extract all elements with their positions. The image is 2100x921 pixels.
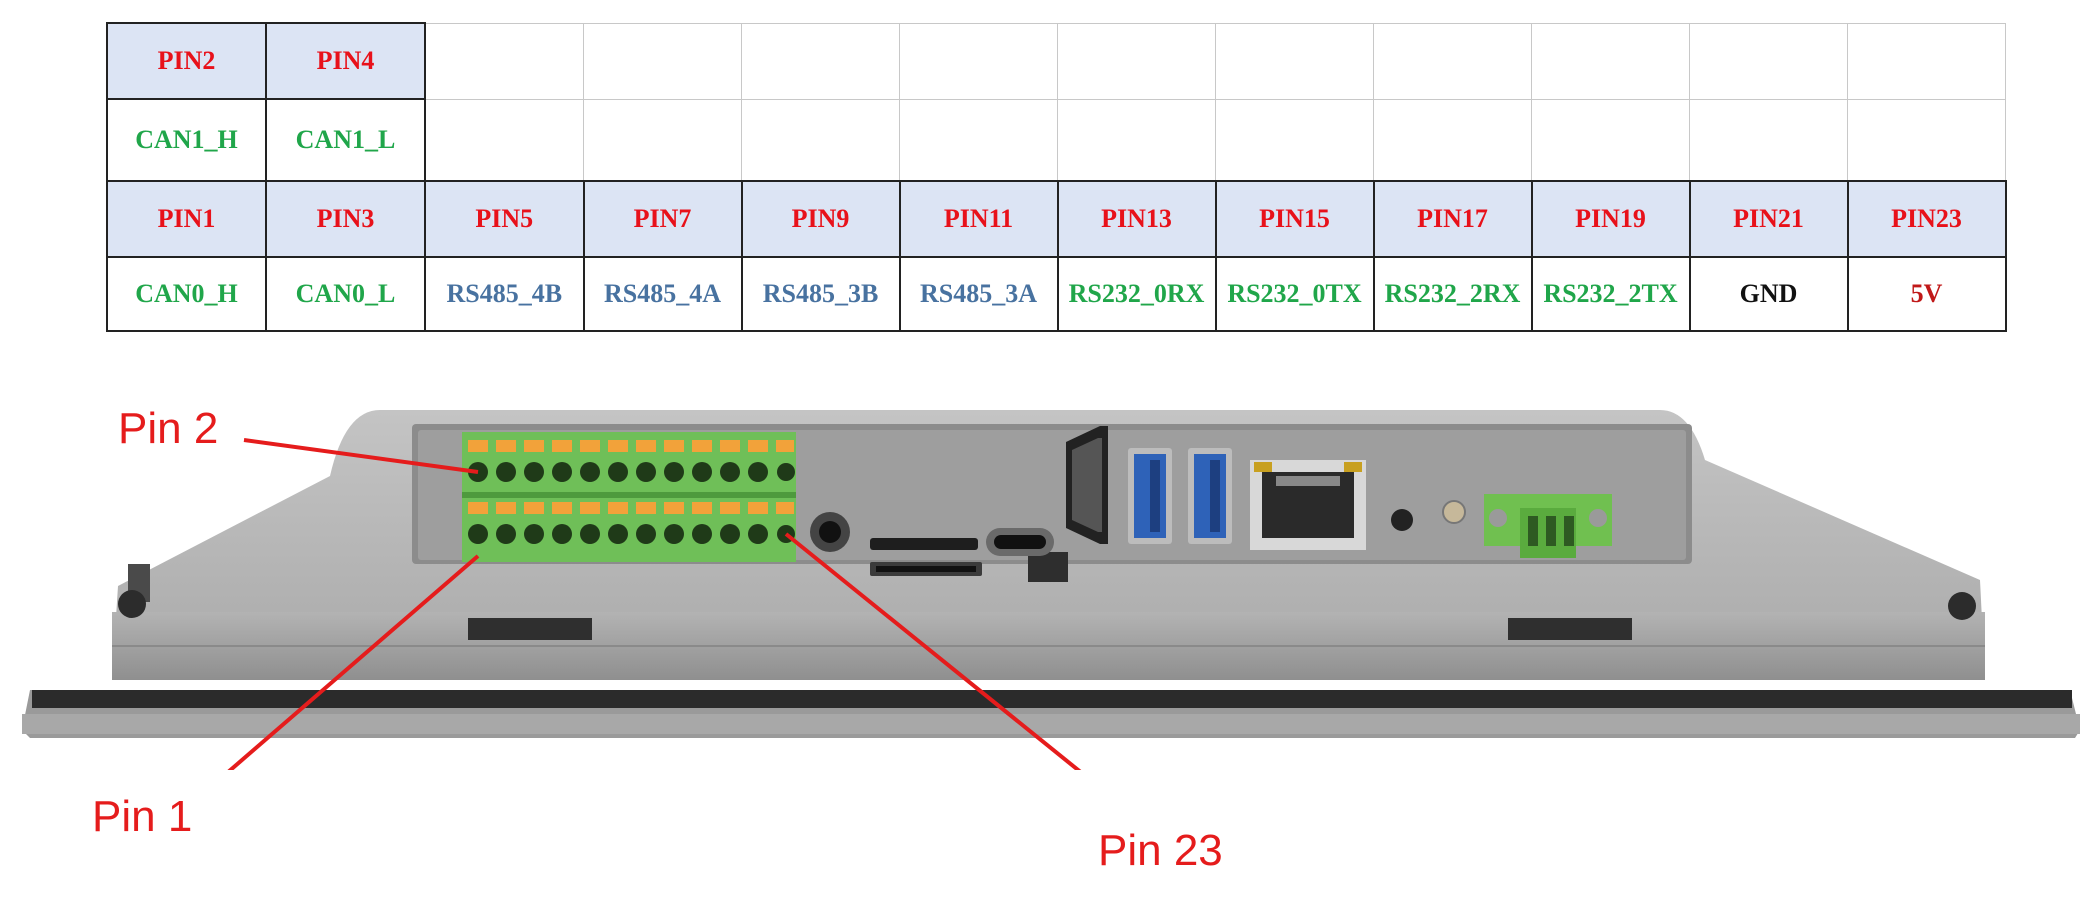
callout-line-pin2: [243, 438, 479, 474]
signal-cell: RS232_2RX: [1372, 256, 1533, 332]
signal-cell: CAN0_H: [106, 256, 267, 332]
empty-cell: [1531, 98, 1690, 182]
hdmi-port-icon: [1066, 426, 1108, 544]
pin-cell: PIN4: [265, 22, 426, 100]
empty-cell: [1373, 22, 1532, 100]
rj45-port-icon: [1250, 460, 1366, 550]
pin-cell: PIN2: [106, 22, 267, 100]
table-row-top-signals: CAN1_H CAN1_L: [106, 98, 2006, 182]
empty-cell: [583, 98, 742, 182]
signal-cell: CAN1_L: [265, 98, 426, 182]
usb-a-port-icon: [1128, 448, 1172, 544]
microsd-slot-icon: [870, 538, 982, 576]
empty-cell: [424, 98, 584, 182]
audio-jack-icon: [810, 512, 850, 552]
callout-lines: [227, 438, 1082, 770]
screw-middle: [1028, 552, 1068, 582]
pin-cell: PIN5: [424, 180, 585, 258]
pin-cell: PIN21: [1688, 180, 1849, 258]
empty-cell: [1057, 22, 1216, 100]
signal-cell: RS232_0TX: [1214, 256, 1375, 332]
signal-cell: CAN0_L: [265, 256, 426, 332]
empty-cell: [1847, 98, 2006, 182]
pin-cell: PIN15: [1214, 180, 1375, 258]
empty-cell: [1215, 22, 1374, 100]
pin-cell: PIN1: [106, 180, 267, 258]
callout-line-pin1: [227, 554, 480, 770]
vent-slot: [1508, 618, 1632, 640]
usb-a-port-icon: [1188, 448, 1232, 544]
pin-cell: PIN23: [1846, 180, 2007, 258]
callout-line-pin23: [784, 532, 1082, 770]
screen-edge: [32, 690, 2072, 708]
empty-cell: [1531, 22, 1690, 100]
signal-cell: RS232_0RX: [1056, 256, 1217, 332]
screw-right: [1948, 592, 1976, 620]
signal-cell: CAN1_H: [106, 98, 267, 182]
callout-pin2: Pin 2: [118, 404, 219, 453]
empty-cell: [899, 98, 1058, 182]
vent-slot: [468, 618, 592, 640]
empty-cell: [424, 22, 584, 100]
signal-cell: RS485_4A: [582, 256, 743, 332]
empty-cell: [1215, 98, 1374, 182]
pin-cell: PIN19: [1530, 180, 1691, 258]
signal-cell: RS485_3B: [740, 256, 901, 332]
callout-pin1: Pin 1: [92, 792, 193, 841]
table-row-top-pins: PIN2 PIN4: [106, 22, 2006, 100]
pin-cell: PIN9: [740, 180, 901, 258]
device-side-view: [22, 410, 2080, 770]
power-connector-icon: [1484, 494, 1612, 558]
empty-cell: [741, 22, 900, 100]
empty-cell: [1689, 98, 1848, 182]
empty-cell: [899, 22, 1058, 100]
pin-cell: PIN3: [265, 180, 426, 258]
screw-left: [118, 564, 150, 618]
signal-cell: RS232_2TX: [1530, 256, 1691, 332]
table-row-bottom-signals: CAN0_H CAN0_L RS485_4B RS485_4A RS485_3B…: [106, 256, 2007, 332]
pin-cell: PIN11: [898, 180, 1059, 258]
reset-button-icon: [1391, 509, 1413, 531]
empty-cell: [1373, 98, 1532, 182]
pin-cell: PIN13: [1056, 180, 1217, 258]
callout-pin23: Pin 23: [1098, 826, 1223, 875]
empty-cell: [741, 98, 900, 182]
signal-cell: GND: [1688, 256, 1849, 332]
terminal-block-icon: [462, 432, 796, 562]
empty-cell: [583, 22, 742, 100]
signal-cell: RS485_3A: [898, 256, 1059, 332]
led-indicator-icon: [1442, 500, 1466, 524]
pin-table: PIN2 PIN4 CAN1_H CAN1_L PIN1 PIN3 PIN5 P…: [106, 22, 2007, 332]
empty-cell: [1689, 22, 1848, 100]
empty-cell: [1057, 98, 1216, 182]
signal-cell: RS485_4B: [424, 256, 585, 332]
pin-cell: PIN7: [582, 180, 743, 258]
usb-c-port-icon: [986, 528, 1054, 556]
empty-cell: [1847, 22, 2006, 100]
table-row-bottom-pins: PIN1 PIN3 PIN5 PIN7 PIN9 PIN11 PIN13 PIN…: [106, 180, 2007, 258]
signal-cell: 5V: [1846, 256, 2007, 332]
pin-cell: PIN17: [1372, 180, 1533, 258]
